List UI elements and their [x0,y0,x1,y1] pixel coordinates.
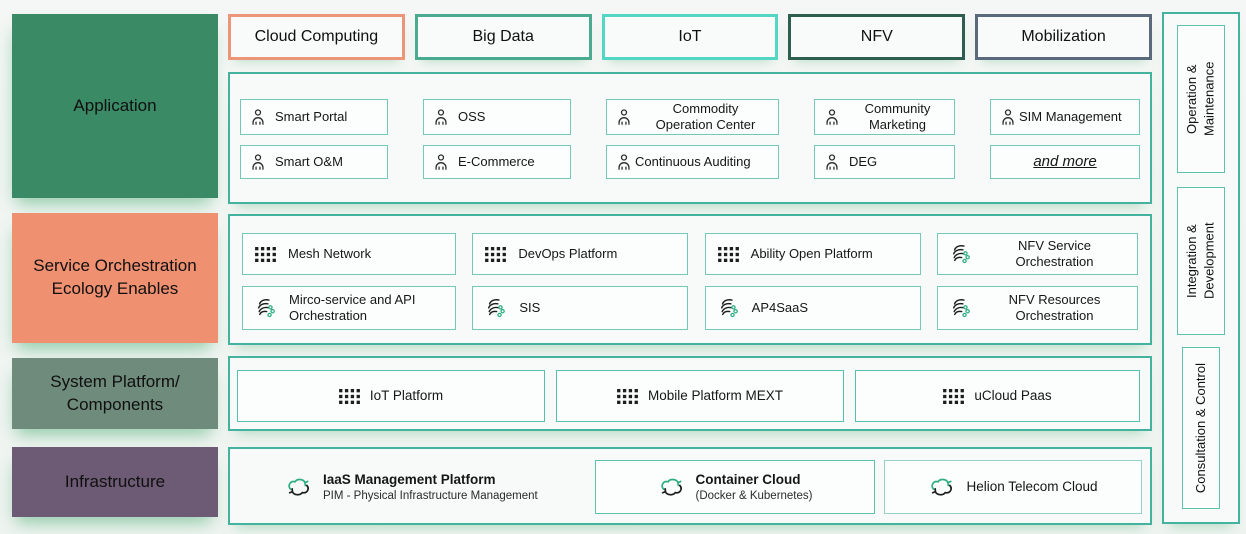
layer-label-service-orchestration: Service Orchestration Ecology Enables [12,213,218,343]
app-item-deg: DEG [814,145,955,179]
tab-cloud-computing: Cloud Computing [228,14,405,60]
item-label: uCloud Paas [974,387,1052,403]
item-label: SIM Management [1019,109,1122,125]
item-label: SIS [519,300,541,316]
application-panel: Smart Portal OSS Commodity Operation Cen… [228,72,1152,204]
item-text: Container Cloud (Docker & Kubernetes) [696,472,813,502]
sys-item-iot-platform: IoT Platform [237,370,545,422]
tab-nfv: NFV [788,14,966,60]
infrastructure-panel: IaaS Management Platform PIM - Physical … [228,447,1152,525]
item-label: Ability Open Platform [750,246,873,262]
orchestration-icon [952,299,970,318]
item-label: Consultation & Control [1193,362,1209,494]
layer-label-infrastructure: Infrastructure [12,447,218,517]
layer-label-application: Application [12,14,218,198]
item-label: OSS [458,109,486,125]
orchestration-icon [488,299,506,318]
infra-item-container-cloud: Container Cloud (Docker & Kubernetes) [595,460,875,514]
sidebar-item-operation-maintenance: Operation & Maintenance [1177,25,1225,173]
grid-icon [617,388,638,404]
tab-big-data: Big Data [414,14,592,60]
app-item-community-marketing: Community Marketing [814,99,955,135]
person-icon [435,109,447,125]
sys-item-ucloud-paas: uCloud Paas [855,370,1140,422]
item-label: Continuous Auditing [635,154,751,170]
item-title: IaaS Management Platform [323,472,496,488]
infra-item-iaas-management: IaaS Management Platform PIM - Physical … [285,472,585,502]
item-label: Commodity Operation Center [655,101,756,132]
sidebar-item-consultation-control: Consultation & Control [1182,347,1220,509]
app-item-ecommerce: E-Commerce [423,145,571,179]
grid-icon [943,388,965,404]
item-label: AP4SaaS [751,300,809,316]
app-item-sim-management: SIM Management [990,99,1140,135]
app-item-continuous-auditing: Continuous Auditing [606,145,779,179]
item-label: Smart Portal [275,109,348,125]
infra-item-helion-telecom-cloud: Helion Telecom Cloud [884,460,1142,514]
grid-icon [717,246,739,262]
person-icon [826,154,838,170]
app-item-oss: OSS [423,99,571,135]
svc-item-devops-platform: DevOps Platform [472,233,689,275]
grid-icon [485,246,507,262]
item-label: Integration & Development [1184,222,1217,300]
layer-label-system-platform: System Platform/ Components [12,358,218,429]
person-icon [252,154,264,170]
sidebar-item-integration-development: Integration & Development [1177,187,1225,335]
grid-icon [255,246,276,262]
item-title: Container Cloud [695,472,801,488]
person-icon [618,154,630,170]
app-item-smart-om: Smart O&M [240,145,388,179]
item-label: Mobile Platform MEXT [647,387,784,403]
app-item-commodity-operation-center: Commodity Operation Center [606,99,779,135]
cloud-sync-icon [931,478,953,496]
item-label: Operation & Maintenance [1184,61,1217,137]
tab-mobilization: Mobilization [975,14,1152,60]
item-label: NFV Resources Orchestration [1008,292,1101,323]
person-icon [1002,109,1014,125]
item-label: Smart O&M [275,154,343,170]
item-subtitle: PIM - Physical Infrastructure Management [323,489,538,502]
tab-iot: IoT [601,14,779,60]
person-icon [618,109,630,125]
orchestration-icon [952,245,970,264]
svc-item-sis: SIS [472,286,689,330]
person-icon [826,109,838,125]
item-label: and more [1033,153,1097,170]
orchestration-icon [258,299,275,318]
svc-item-ap4saas: AP4SaaS [704,286,921,330]
svc-item-nfv-resources-orchestration: NFV Resources Orchestration [936,286,1138,330]
system-platform-panel: IoT Platform Mobile Platform MEXT uCloud… [228,356,1152,431]
cloud-sync-icon [288,478,309,496]
app-item-smart-portal: Smart Portal [240,99,388,135]
grid-icon [338,388,360,404]
person-icon [252,109,264,125]
item-label: Mirco-service and API Orchestration [289,292,416,323]
svc-item-microservice-api-orchestration: Mirco-service and API Orchestration [242,286,456,330]
sys-item-mobile-platform-mext: Mobile Platform MEXT [556,370,844,422]
cloud-sync-icon [660,478,682,496]
item-title: Helion Telecom Cloud [966,478,1098,494]
item-label: Community Marketing [864,101,931,132]
svc-item-nfv-service-orchestration: NFV Service Orchestration [936,233,1138,275]
domain-tabs: Cloud Computing Big Data IoT NFV Mobiliz… [228,14,1152,60]
item-text: IaaS Management Platform PIM - Physical … [323,472,538,502]
svc-item-ability-open-platform: Ability Open Platform [704,233,921,275]
item-label: E-Commerce [458,154,535,170]
item-label: NFV Service Orchestration [1015,238,1094,269]
item-label: DevOps Platform [518,246,618,262]
item-label: IoT Platform [369,387,444,403]
service-orchestration-panel: Mesh Network DevOps Platform Ability Ope… [228,214,1152,345]
orchestration-icon [720,299,738,318]
item-subtitle: (Docker & Kubernetes) [695,489,813,502]
sidebar-panel: Operation & Maintenance Integration & De… [1162,12,1240,524]
item-label: DEG [849,154,878,170]
svc-item-mesh-network: Mesh Network [242,233,456,275]
item-label: Mesh Network [288,246,372,262]
person-icon [435,154,447,170]
app-item-and-more: and more [990,145,1140,179]
